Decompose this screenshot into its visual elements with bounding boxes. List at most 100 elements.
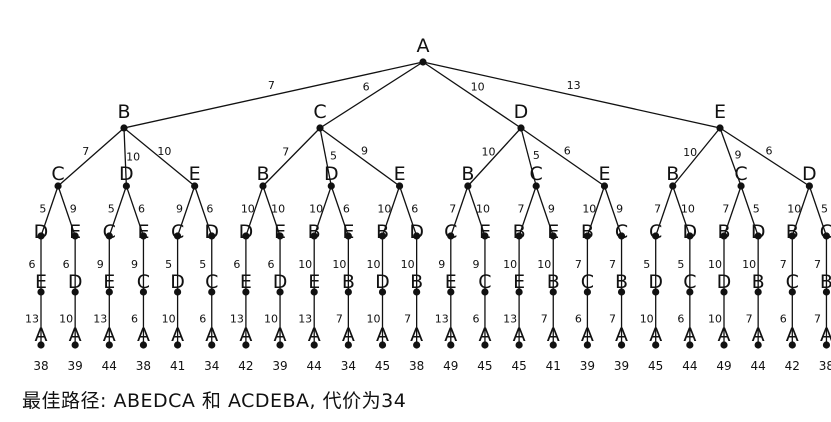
tree-node-label: D [204, 221, 219, 243]
tree-node-label: A [308, 324, 321, 346]
edge-weight-label: 9 [616, 203, 623, 216]
path-cost-label: 45 [375, 359, 390, 373]
tree-node-label: B [666, 163, 679, 185]
edge-weight-label: 6 [268, 258, 275, 271]
tree-node-label: C [51, 163, 64, 185]
tree-node-dot [788, 288, 796, 296]
tree-node-dot [395, 182, 404, 190]
path-cost-label: 39 [580, 359, 595, 373]
tree-node-label: A [35, 324, 48, 346]
tree-edge [262, 127, 321, 187]
edge-weight-label: 5 [821, 203, 828, 216]
path-cost-label: 49 [443, 359, 458, 373]
path-cost-label: 45 [648, 359, 663, 373]
edge-weight-label: 7 [336, 313, 343, 326]
edge-weight-label: 5 [39, 203, 46, 216]
tree-node-label: C [581, 271, 594, 293]
edge-weight-label: 10 [582, 203, 596, 216]
tree-node-label: E [308, 271, 320, 293]
tree-node-dot [139, 341, 148, 349]
tree-node-label: C [820, 221, 831, 243]
tree-node-label: B [717, 221, 730, 243]
edge-weight-label: 6 [780, 313, 787, 326]
tree-node-label: D [170, 271, 185, 293]
edge-weight-label: 6 [206, 203, 213, 216]
tree-node-dot [617, 288, 626, 296]
edge-weight-label: 7 [449, 203, 456, 216]
tree-node-dot [788, 341, 796, 349]
tree-node-dot [788, 232, 796, 240]
tree-node-dot [515, 288, 523, 296]
edge-weight-label: 7 [282, 145, 289, 158]
edge-weight-label: 10 [157, 145, 171, 158]
tree-node-label: B [308, 221, 321, 243]
edge-weight-label: 7 [82, 145, 89, 158]
tree-edge [535, 185, 554, 237]
tree-node-label: E [394, 163, 406, 185]
tree-node-label: B [786, 221, 799, 243]
edge-weight-label: 7 [654, 203, 661, 216]
tree-node-label: E [274, 221, 286, 243]
edge-weight-label: 9 [131, 258, 138, 271]
path-cost-label: 38 [33, 359, 48, 373]
edge-weight-label: 5 [330, 149, 337, 162]
tree-node-label: E [103, 271, 115, 293]
tree-node-dot [71, 288, 79, 296]
tree-edge [422, 61, 721, 129]
tree-node-label: A [444, 324, 457, 346]
tree-node-dot [716, 124, 724, 132]
tree-node-label: C [444, 221, 457, 243]
tree-edge [603, 185, 623, 237]
edge-weight-label: 10 [377, 203, 391, 216]
path-cost-label: 39 [614, 359, 629, 373]
tree-node-dot [316, 124, 324, 132]
path-cost-label: 45 [511, 359, 526, 373]
optimal-path-caption: 最佳路径: ABEDCA 和 ACDEBA, 代价为34 [22, 390, 407, 412]
edge-weight-label: 7 [609, 313, 616, 326]
tree-node-dot [378, 288, 387, 296]
tree-node-dot [481, 288, 489, 296]
edge-weight-label: 10 [332, 258, 346, 271]
tree-node-label: B [342, 271, 355, 293]
edge-weight-label: 10 [503, 258, 517, 271]
tree-edge [672, 185, 691, 237]
edge-weight-label: 6 [131, 313, 138, 326]
tree-node-label: B [256, 163, 269, 185]
tree-node-dot [413, 288, 421, 296]
tree-node-label: E [445, 271, 457, 293]
tree-edge [740, 185, 759, 237]
tree-node-label: E [189, 163, 201, 185]
tree-node-dot [617, 341, 626, 349]
tree-node-dot [139, 232, 148, 240]
path-cost-label: 49 [716, 359, 731, 373]
tree-edge [791, 185, 810, 237]
tree-node-label: D [409, 221, 424, 243]
tree-node-label: D [375, 271, 390, 293]
tree-node-dot [208, 288, 216, 296]
tree-node-label: A [376, 324, 389, 346]
tree-node-label: C [734, 163, 747, 185]
edge-weight-label: 6 [199, 313, 206, 326]
tree-node-dot [191, 182, 199, 190]
path-cost-label: 39 [68, 359, 83, 373]
edge-weight-label: 9 [735, 148, 742, 161]
tree-node-label: A [513, 324, 526, 346]
tree-node-label: B [376, 221, 389, 243]
edge-weight-label: 13 [435, 313, 449, 326]
tree-node-dot [549, 341, 557, 349]
tree-node-dot [37, 232, 45, 240]
tree-node-dot [242, 341, 250, 349]
edge-weight-label: 6 [343, 203, 350, 216]
tree-node-dot [754, 288, 762, 296]
tree-node-label: A [718, 324, 731, 346]
tree-edge [520, 127, 537, 187]
tree-node-label: E [547, 221, 559, 243]
tree-edge [319, 127, 332, 187]
tree-node-dot [515, 232, 523, 240]
tree-node-label: C [478, 271, 491, 293]
tree-node-dot [652, 232, 660, 240]
tree-node-dot [208, 341, 216, 349]
tree-node-dot [276, 232, 284, 240]
edge-weight-label: 10 [708, 313, 722, 326]
